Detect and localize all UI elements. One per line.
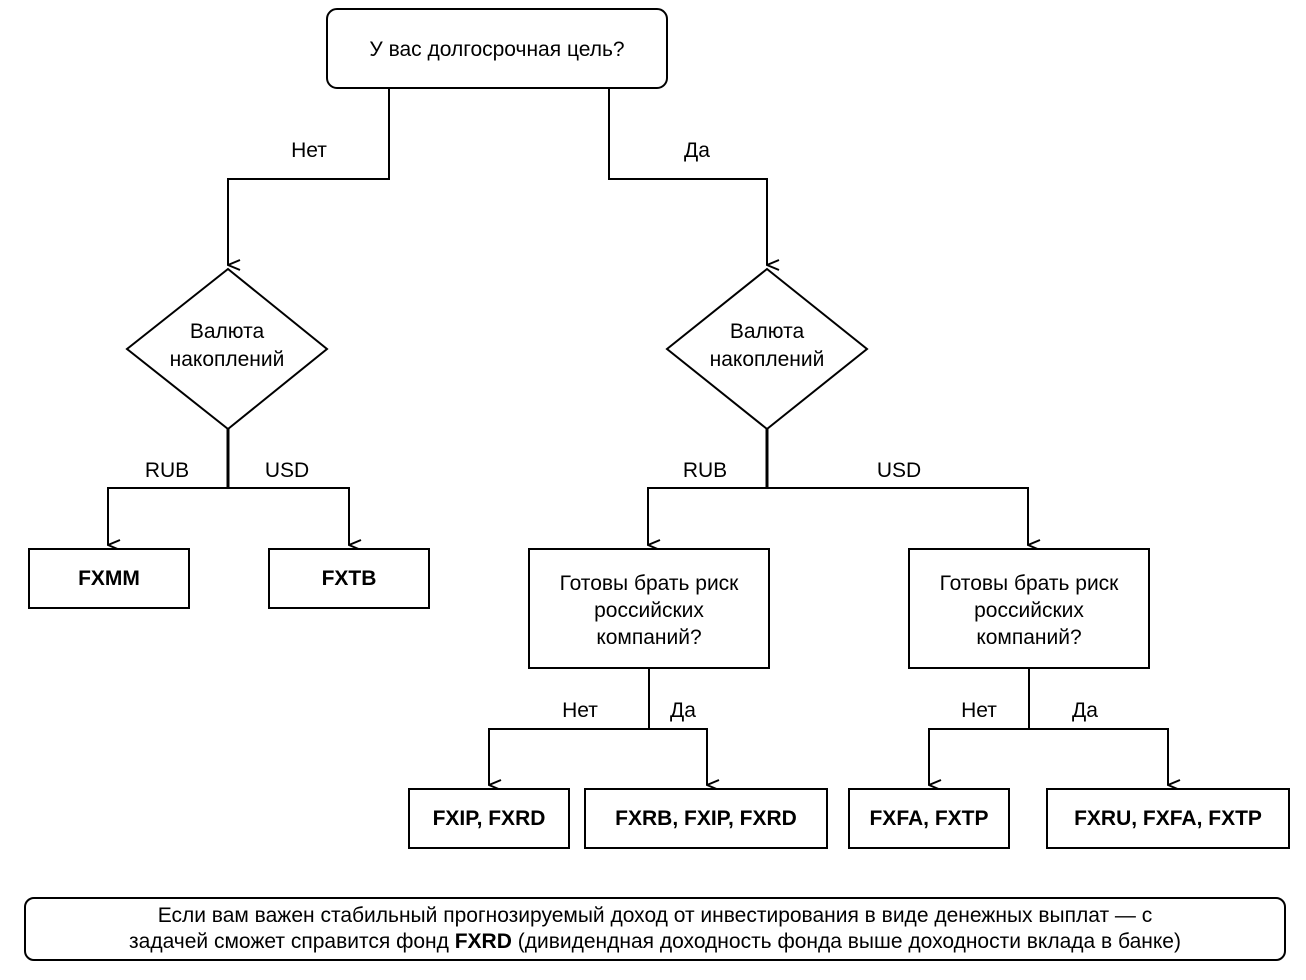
- note-fund-name: FXRD: [454, 930, 512, 953]
- edge-usd-risk-no-label: Нет: [961, 699, 997, 722]
- result-fxtb-text: FXTB: [322, 567, 377, 590]
- risk-question-rub-box: [528, 548, 770, 669]
- risk-question-rub-line1: Готовы брать риск: [560, 572, 740, 595]
- root-question-box: [326, 8, 668, 89]
- root-question-text: У вас долгосрочная цель?: [369, 38, 624, 61]
- result-fxtb-box: [268, 548, 430, 609]
- edge-root-yes: [608, 88, 767, 265]
- result-fxru-fxfa-fxtp-box: [1046, 788, 1290, 849]
- risk-question-rub-line3: компаний?: [596, 626, 701, 649]
- edge-usd-risk-yes-label: Да: [1072, 699, 1098, 722]
- flowchart: У вас долгосрочная цель? Нет Да Валюта н…: [28, 8, 1290, 849]
- note-line2: задачей сможет справится фонд FXRD (диви…: [129, 929, 1181, 955]
- currency-decision-left-line1: Валюта: [190, 320, 265, 343]
- edge-right-usd: [767, 487, 1028, 545]
- edge-root-no: [227, 88, 390, 265]
- result-fxfa-fxtp-box: [848, 788, 1010, 849]
- risk-question-rub-line2: российских: [594, 599, 704, 622]
- edge-root-yes-label: Да: [684, 139, 710, 162]
- risk-question-usd-line1: Готовы брать риск: [940, 572, 1120, 595]
- risk-question-usd-line2: российских: [974, 599, 1084, 622]
- edge-left-rub: [107, 487, 228, 545]
- edge-right-rub: [647, 487, 767, 545]
- note-line2-after: (дивидендная доходность фонда выше доход…: [511, 930, 1181, 953]
- result-fxru-fxfa-fxtp-text: FXRU, FXFA, FXTP: [1074, 807, 1262, 830]
- edge-right-rub-label: RUB: [683, 459, 727, 482]
- edge-left-usd: [228, 487, 349, 545]
- edge-right-usd-label: USD: [877, 459, 921, 482]
- result-fxrb-fxip-fxrd-box: [584, 788, 828, 849]
- edge-rub-risk-no-label: Нет: [562, 699, 598, 722]
- note-line1: Если вам важен стабильный прогнозируемый…: [157, 904, 1153, 927]
- edge-rub-risk-yes: [649, 728, 707, 785]
- edge-root-no-label: Нет: [291, 139, 327, 162]
- result-fxip-fxrd-box: [408, 788, 570, 849]
- note-line2-before: задачей сможет справится фонд: [129, 930, 455, 953]
- edge-left-usd-label: USD: [265, 459, 309, 482]
- currency-decision-right-line2: накоплений: [710, 348, 825, 371]
- result-fxip-fxrd-text: FXIP, FXRD: [433, 807, 546, 830]
- currency-decision-right-line1: Валюта: [730, 320, 805, 343]
- edge-left-rub-label: RUB: [145, 459, 189, 482]
- note-box: Если вам важен стабильный прогнозируемый…: [24, 897, 1286, 961]
- result-fxfa-fxtp-text: FXFA, FXTP: [869, 807, 988, 830]
- risk-question-usd-line3: компаний?: [976, 626, 1081, 649]
- result-fxrb-fxip-fxrd-text: FXRB, FXIP, FXRD: [615, 807, 797, 830]
- edge-usd-risk-no: [928, 728, 1029, 785]
- edge-usd-risk-yes: [1029, 728, 1168, 785]
- edge-rub-risk-yes-label: Да: [670, 699, 696, 722]
- result-fxmm-box: [28, 548, 190, 609]
- currency-decision-left-line2: накоплений: [170, 348, 285, 371]
- risk-question-usd-box: [908, 548, 1150, 669]
- edge-rub-risk-no: [488, 728, 649, 785]
- result-fxmm-text: FXMM: [78, 567, 140, 590]
